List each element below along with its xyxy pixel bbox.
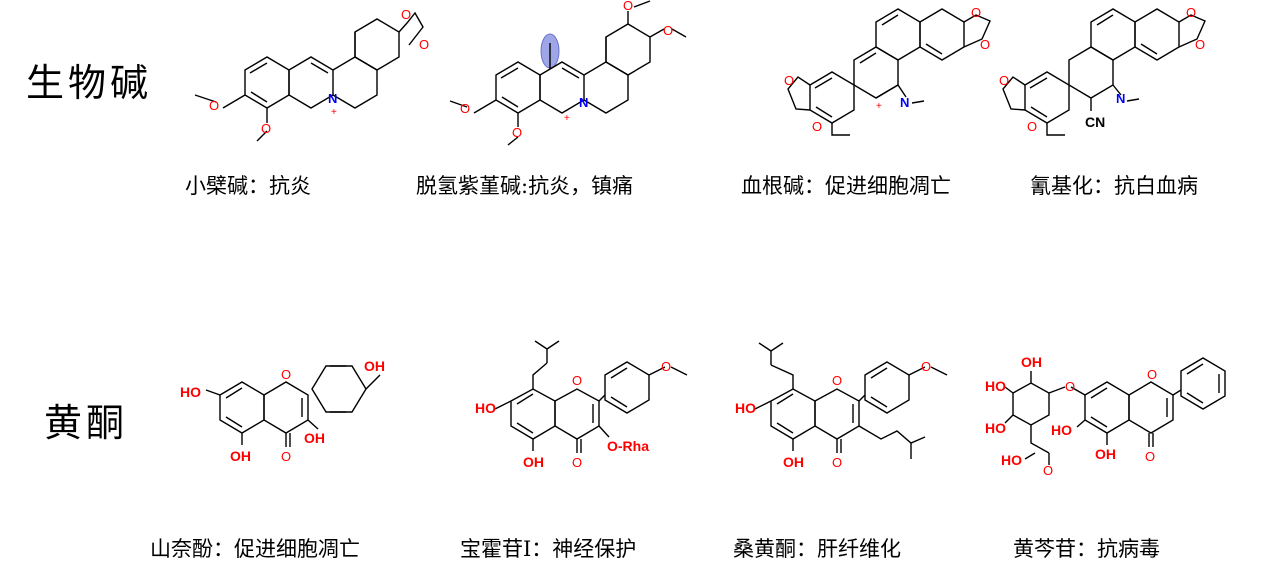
- hydroxyl-group: HO: [985, 378, 1006, 394]
- oxygen-atom: O: [572, 373, 582, 388]
- hydroxyl-group: HO: [1051, 422, 1072, 438]
- oxygen-atom: O: [784, 73, 794, 88]
- berberine-structure: O O O O N +: [194, 7, 429, 142]
- hydroxyl-group: OH: [523, 454, 544, 470]
- caption-berberine: 小檗碱：抗炎: [185, 174, 311, 198]
- oxygen-atom: O: [1027, 119, 1037, 134]
- oxygen-atom: O: [1043, 463, 1053, 478]
- oxygen-atom: O: [281, 449, 291, 464]
- hydroxyl-group: HO: [735, 400, 756, 416]
- oxygen-atom: O: [1145, 449, 1155, 464]
- dehydrocorydaline-structure: O O O O N +: [449, 0, 687, 146]
- caption-baohuoside: 宝霍苷I：神经保护: [460, 537, 637, 561]
- oxygen-atom: O: [209, 98, 219, 113]
- caption-mulberry-flavone: 桑黄酮：肝纤维化: [733, 537, 901, 561]
- caption-sanguinarine: 血根碱：促进细胞凋亡: [741, 174, 951, 198]
- nitrogen-atom: N: [1116, 91, 1125, 106]
- mulberry-flavone-structure: O O HO OH O: [735, 342, 948, 470]
- hydroxyl-group: OH: [1095, 446, 1116, 462]
- charge-plus: +: [331, 107, 337, 118]
- oxygen-atom: O: [921, 359, 931, 374]
- oxygen-atom: O: [980, 37, 990, 52]
- sanguinarine-structure: O O O O N +: [784, 5, 991, 136]
- category-flavones: 黄酮: [44, 401, 129, 445]
- cyano-derivative-structure: O O O O N CN: [999, 5, 1206, 136]
- caption-kaempferol: 山奈酚：促进细胞凋亡: [150, 537, 360, 561]
- hydroxyl-group: HO: [180, 384, 201, 400]
- caption-cyano-derivative: 氰基化：抗白血病: [1030, 174, 1198, 198]
- hydroxyl-group: OH: [304, 430, 325, 446]
- hydroxyl-group: OH: [1021, 354, 1042, 370]
- oxygen-atom: O: [971, 5, 981, 20]
- nitrogen-atom: N: [579, 95, 588, 110]
- charge-plus: +: [564, 113, 570, 124]
- charge-plus: +: [876, 101, 882, 112]
- baicalin-structure: OH O O HO HO HO O HO OH O: [985, 354, 1226, 478]
- oxygen-atom: O: [623, 0, 633, 13]
- baohuoside-structure: O O HO OH O O-Rha: [475, 340, 688, 470]
- oxygen-atom: O: [261, 121, 271, 136]
- oxygen-atom: O: [401, 7, 411, 22]
- kaempferol-structure: O HO OH O OH OH: [180, 358, 385, 464]
- oxygen-atom: O: [832, 373, 842, 388]
- o-rha-group: O-Rha: [607, 438, 649, 454]
- oxygen-atom: O: [572, 455, 582, 470]
- hydroxyl-group: HO: [475, 400, 496, 416]
- caption-dehydrocorydaline: 脱氢紫堇碱:抗炎，镇痛: [416, 174, 634, 198]
- cyano-group: CN: [1085, 114, 1105, 130]
- hydroxyl-group: OH: [364, 358, 385, 374]
- oxygen-atom: O: [1195, 37, 1205, 52]
- oxygen-atom: O: [999, 73, 1009, 88]
- caption-baicalin: 黄芩苷：抗病毒: [1013, 537, 1160, 561]
- oxygen-atom: O: [661, 359, 671, 374]
- nitrogen-atom: N: [328, 91, 337, 106]
- nitrogen-atom: N: [900, 95, 909, 110]
- oxygen-atom: O: [1065, 379, 1075, 394]
- hydroxyl-group: OH: [783, 454, 804, 470]
- oxygen-atom: O: [663, 23, 673, 38]
- oxygen-atom: O: [281, 367, 291, 382]
- oxygen-atom: O: [1147, 367, 1157, 382]
- oxygen-atom: O: [812, 119, 822, 134]
- oxygen-atom: O: [832, 455, 842, 470]
- oxygen-atom: O: [1186, 5, 1196, 20]
- hydroxyl-group: HO: [985, 420, 1006, 436]
- category-alkaloids: 生物碱: [26, 61, 153, 105]
- hydroxyl-group: OH: [230, 448, 251, 464]
- oxygen-atom: O: [460, 101, 470, 116]
- carboxyl-group: HO: [1001, 452, 1022, 468]
- oxygen-atom: O: [419, 37, 429, 52]
- oxygen-atom: O: [512, 125, 522, 140]
